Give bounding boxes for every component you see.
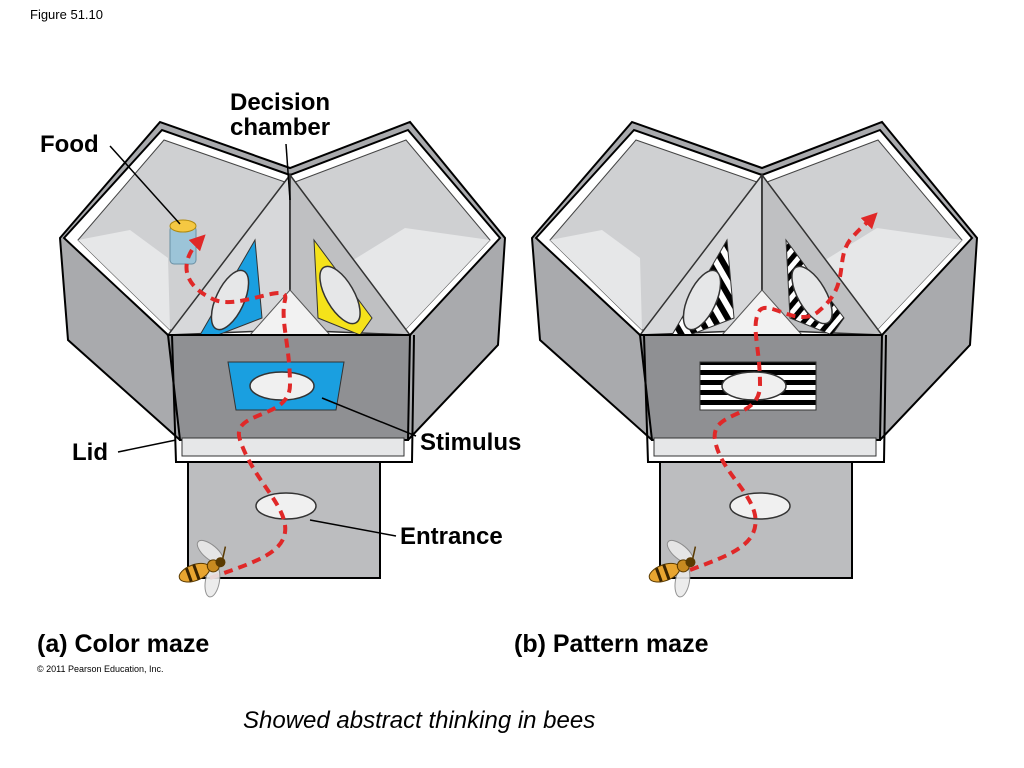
lid-label: Lid xyxy=(72,439,108,466)
bee-icon-a xyxy=(178,539,227,598)
food-leader xyxy=(109,145,181,225)
decision-chamber-label: Decision chamber xyxy=(230,89,331,141)
figure-label: Figure 51.10 xyxy=(30,7,103,22)
caption-color-maze: (a) Color maze xyxy=(37,630,210,658)
slide-subtitle: Showed abstract thinking in bees xyxy=(243,707,596,734)
hole-right xyxy=(319,265,361,325)
decision-leader xyxy=(285,143,291,201)
entrance-tunnel xyxy=(187,461,381,579)
entrance-hole xyxy=(255,492,317,520)
color-maze xyxy=(58,120,507,598)
bee-path-a xyxy=(184,234,293,580)
copyright-notice: © 2011 Pearson Education, Inc. xyxy=(37,664,164,674)
lid-leader xyxy=(117,439,177,453)
entrance-tunnel-b xyxy=(659,461,853,579)
hole-left xyxy=(210,269,250,331)
entrance-leader xyxy=(309,519,397,537)
bee-icon-b xyxy=(648,539,697,598)
pattern-maze xyxy=(530,120,979,598)
entrance-label: Entrance xyxy=(400,523,503,550)
stimulus-leader xyxy=(321,397,417,437)
bee-path-b xyxy=(689,212,878,572)
stimulus-label: Stimulus xyxy=(420,429,522,456)
food-label: Food xyxy=(40,131,99,158)
caption-pattern-maze: (b) Pattern maze xyxy=(514,630,709,658)
front-hole xyxy=(249,371,315,401)
